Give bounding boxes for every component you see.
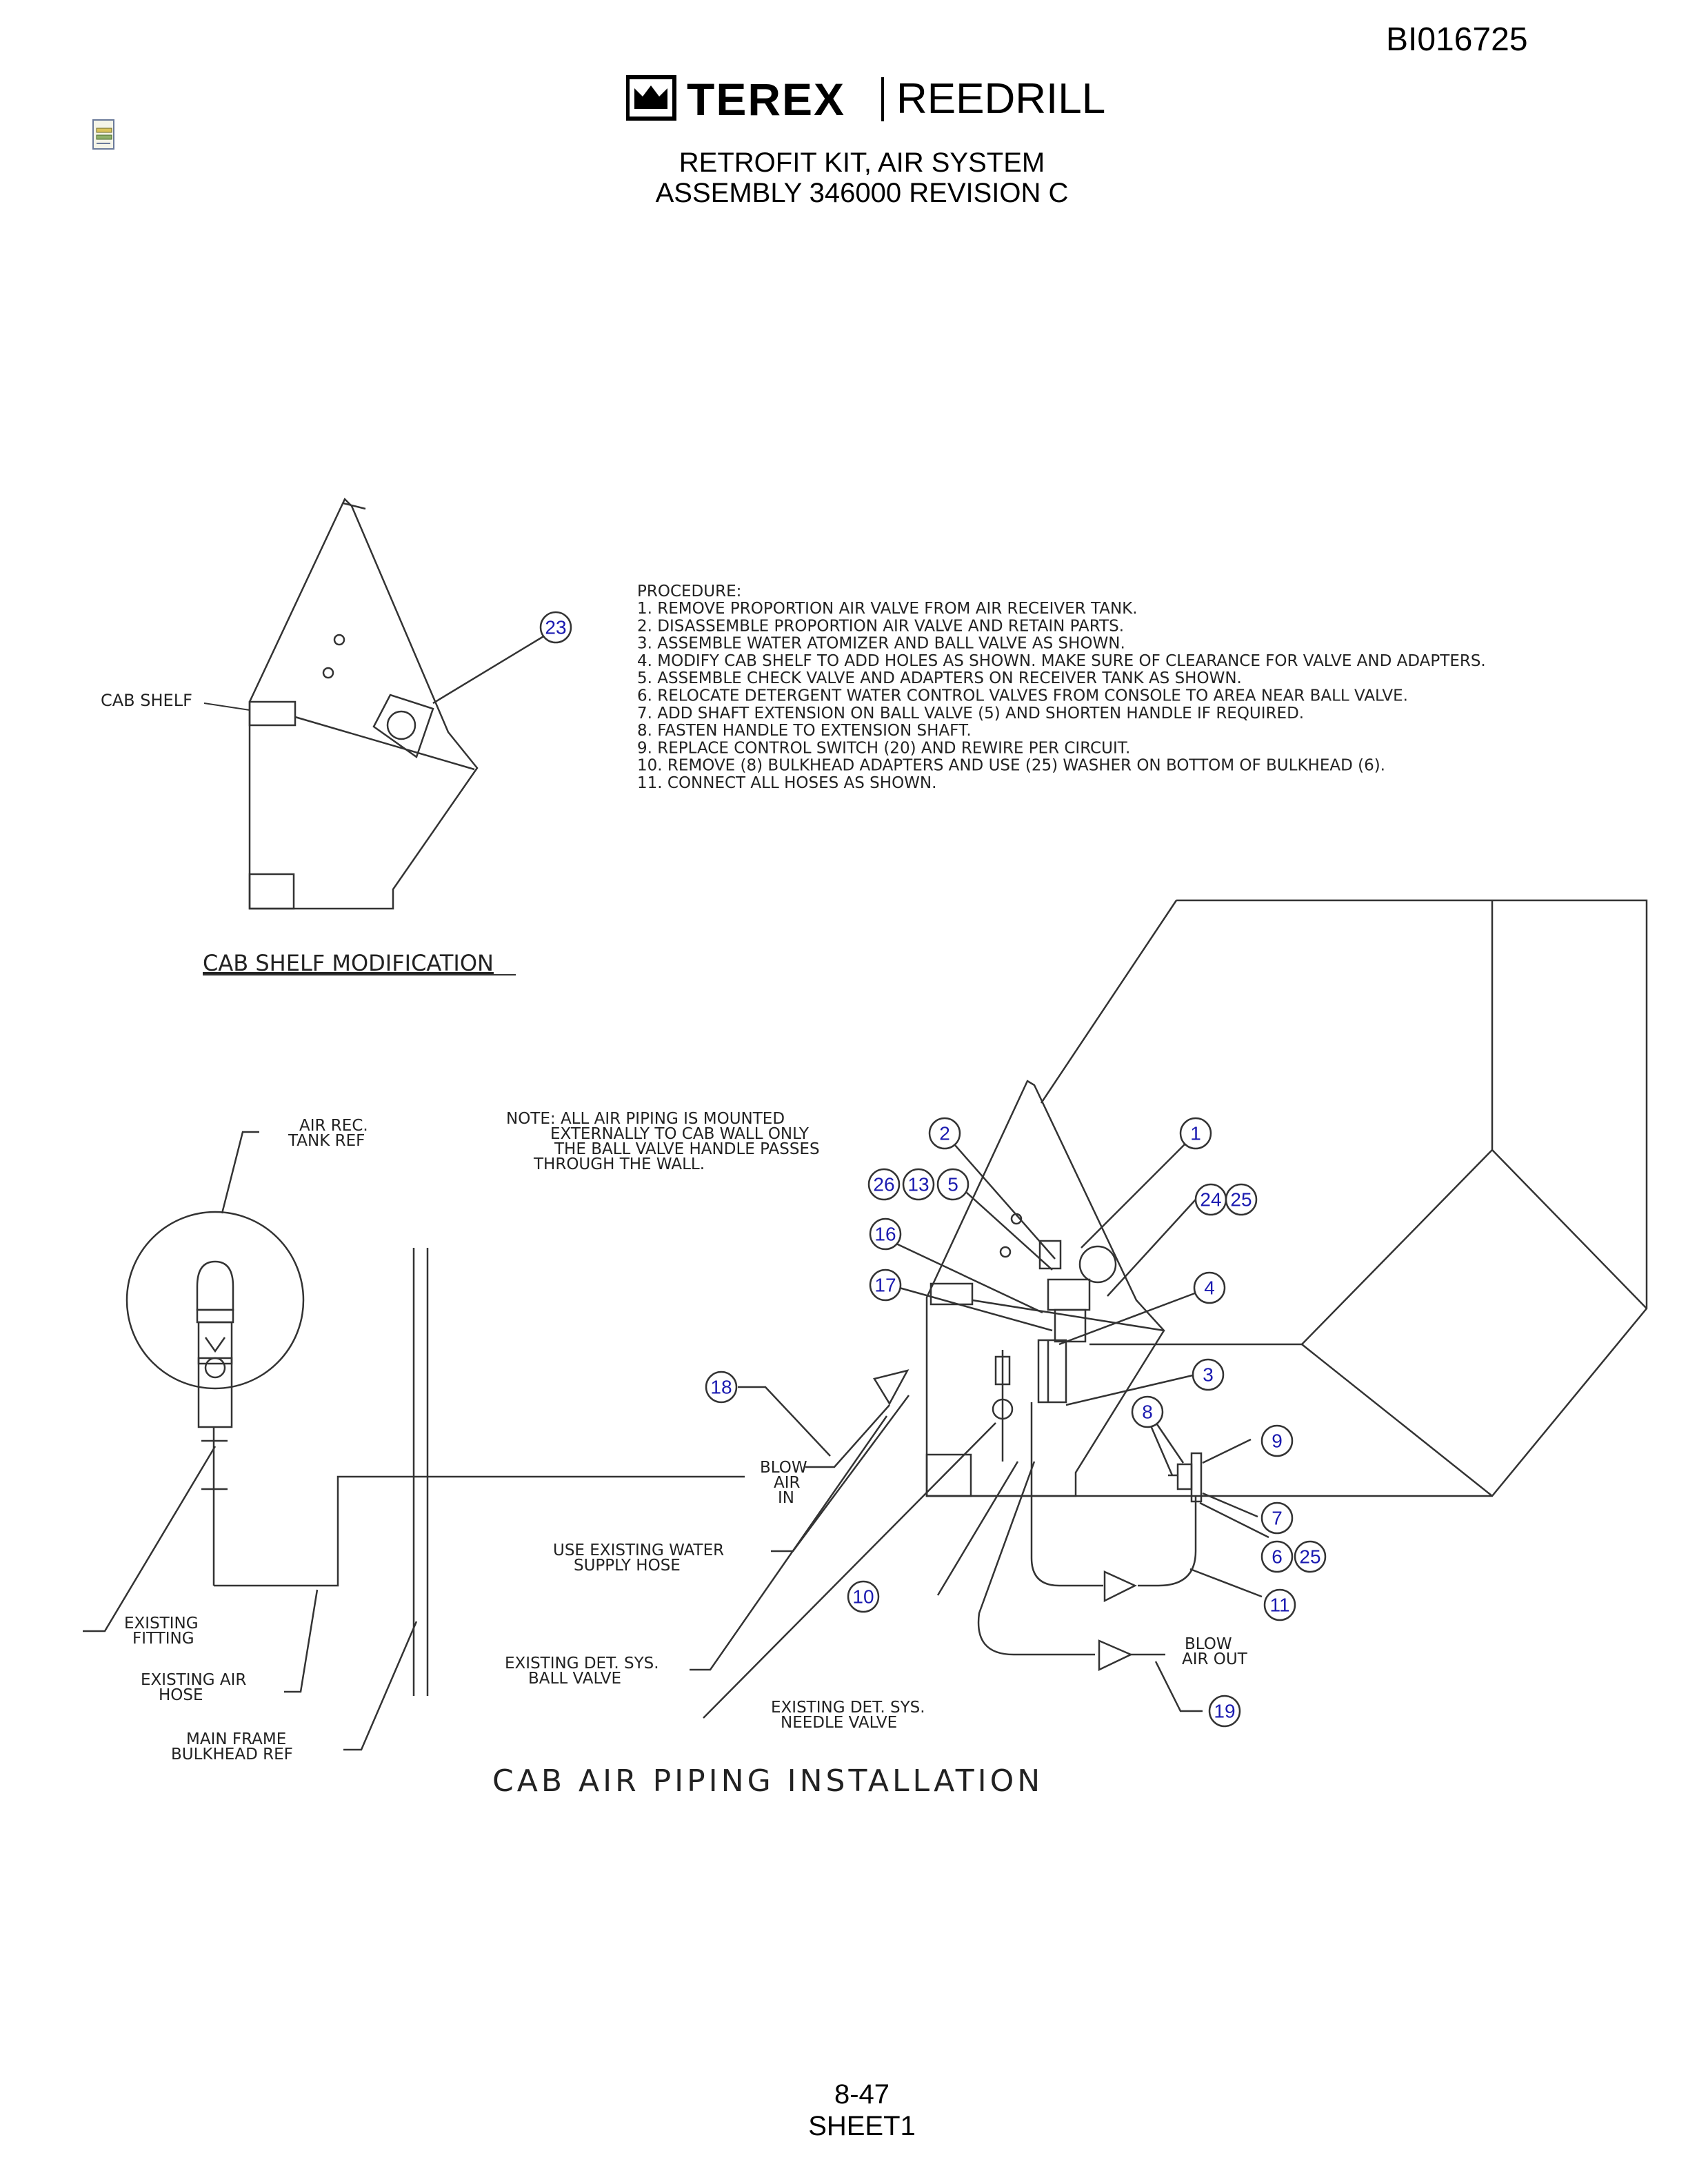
callout-circle <box>1192 1358 1225 1391</box>
callout-circle <box>1208 1695 1241 1728</box>
det-ball-valve-label-2: BALL VALVE <box>528 1670 621 1688</box>
procedure-step: 10. REMOVE (8) BULKHEAD ADAPTERS AND USE… <box>637 757 1385 775</box>
procedure-step: 2. DISASSEMBLE PROPORTION AIR VALVE AND … <box>637 617 1124 635</box>
callout-circle <box>1260 1540 1294 1573</box>
main-frame-label-2: BULKHEAD REF <box>171 1746 293 1763</box>
callout-circle <box>936 1168 969 1201</box>
blow-air-in-label-3: IN <box>778 1489 794 1507</box>
sheet-number: SHEET1 <box>808 2111 916 2141</box>
terex-reedrill-logo: TEREX REEDRILL <box>626 73 1136 128</box>
blow-air-out-label-2: AIR OUT <box>1182 1650 1248 1668</box>
procedure-heading: PROCEDURE: <box>637 583 741 600</box>
callout-number: 16 <box>874 1224 896 1245</box>
procedure-step: 11. CONNECT ALL HOSES AS SHOWN. <box>637 774 936 792</box>
callout-circle <box>705 1371 738 1404</box>
callout-number: 25 <box>1230 1189 1252 1211</box>
terex-crown-logo-icon <box>626 75 676 121</box>
callout-circle <box>1294 1540 1327 1573</box>
callout-circle <box>869 1217 902 1251</box>
det-needle-valve-label-2: NEEDLE VALVE <box>781 1714 897 1732</box>
procedure-step: 9. REPLACE CONTROL SWITCH (20) AND REWIR… <box>637 739 1130 757</box>
callout-circle <box>539 611 572 644</box>
note-line-1: NOTE: ALL AIR PIPING IS MOUNTED <box>506 1110 785 1128</box>
callout-number: 3 <box>1203 1364 1214 1386</box>
document-attachment-icon[interactable] <box>91 119 119 152</box>
callout-number-23: 23 <box>545 617 566 638</box>
det-needle-valve-label-1: EXISTING DET. SYS. <box>771 1699 925 1717</box>
callout-number: 10 <box>852 1586 874 1608</box>
water-hose-label-1: USE EXISTING WATER <box>553 1541 724 1559</box>
callout-number: 17 <box>874 1275 896 1296</box>
callout-number: 19 <box>1214 1701 1235 1722</box>
note-line-4: THROUGH THE WALL. <box>533 1155 705 1173</box>
note-line-2: EXTERNALLY TO CAB WALL ONLY <box>550 1125 810 1143</box>
existing-fitting-label-1: EXISTING <box>124 1615 199 1632</box>
procedure-steps: 1. REMOVE PROPORTION AIR VALVE FROM AIR … <box>637 600 1486 792</box>
callout-circle <box>1260 1502 1294 1535</box>
main-frame-label-1: MAIN FRAME <box>186 1730 286 1748</box>
callout-number: 18 <box>710 1377 732 1398</box>
callout-number: 1 <box>1190 1123 1201 1144</box>
blow-air-out-label-1: BLOW <box>1185 1635 1232 1653</box>
callout-circle <box>1263 1588 1296 1621</box>
existing-air-hose-label-1: EXISTING AIR <box>141 1671 246 1689</box>
det-ball-valve-label-1: EXISTING DET. SYS. <box>505 1655 659 1672</box>
callout-circle <box>1131 1395 1164 1428</box>
callout-circle <box>869 1268 902 1302</box>
procedure-step: 4. MODIFY CAB SHELF TO ADD HOLES AS SHOW… <box>637 652 1486 670</box>
callout-circle <box>847 1580 880 1613</box>
callout-circle <box>902 1168 935 1201</box>
callout-number: 2 <box>939 1123 950 1144</box>
procedure-step: 8. FASTEN HANDLE TO EXTENSION SHAFT. <box>637 722 972 740</box>
document-id: BI016725 <box>1386 21 1528 58</box>
cab-shelf-caption: CAB SHELF MODIFICATION <box>203 950 494 976</box>
callout-number: 26 <box>873 1174 894 1195</box>
callout-circle <box>1260 1424 1294 1457</box>
procedure-step: 1. REMOVE PROPORTION AIR VALVE FROM AIR … <box>637 600 1138 618</box>
blow-air-in-label-2: AIR <box>774 1474 801 1492</box>
water-hose-label-2: SUPPLY HOSE <box>574 1557 681 1575</box>
existing-fitting-label-2: FITTING <box>132 1630 194 1648</box>
procedure-step: 6. RELOCATE DETERGENT WATER CONTROL VALV… <box>637 687 1408 705</box>
existing-air-hose-label-2: HOSE <box>159 1686 203 1704</box>
air-rec-label-1: AIR REC. <box>299 1117 368 1135</box>
page-number: 8-47 <box>834 2079 890 2110</box>
brand-terex: TEREX <box>687 74 846 125</box>
callout-number: 6 <box>1272 1546 1283 1568</box>
callout-circle <box>867 1168 901 1201</box>
installation-caption: CAB AIR PIPING INSTALLATION <box>492 1763 1043 1799</box>
callout-number: 13 <box>907 1174 929 1195</box>
callout-number: 5 <box>947 1174 958 1195</box>
cab-shelf-label: CAB SHELF <box>101 691 192 710</box>
note-line-3: THE BALL VALVE HANDLE PASSES <box>554 1140 820 1158</box>
title-line-1: RETROFIT KIT, AIR SYSTEM <box>679 148 1045 178</box>
callout-number: 11 <box>1269 1595 1289 1616</box>
callout-number: 8 <box>1142 1402 1153 1423</box>
procedure-step: 5. ASSEMBLE CHECK VALVE AND ADAPTERS ON … <box>637 669 1242 687</box>
callout-number: 9 <box>1272 1430 1283 1452</box>
procedure-step: 7. ADD SHAFT EXTENSION ON BALL VALVE (5)… <box>637 705 1304 722</box>
brand-reedrill: REEDRILL <box>896 75 1106 123</box>
blow-air-in-label-1: BLOW <box>760 1459 807 1477</box>
callout-circle <box>1179 1117 1212 1150</box>
callout-circle <box>928 1117 961 1150</box>
air-rec-label-2: TANK REF <box>288 1132 365 1150</box>
callout-circle <box>1225 1183 1258 1216</box>
callout-number: 4 <box>1204 1277 1215 1299</box>
callout-balloons: 2 1 26 13 5 24 25 16 4 17 3 18 8 9 7 6 25 11 10 19 23 <box>539 611 1327 1728</box>
callout-number: 24 <box>1200 1189 1221 1211</box>
procedure-step: 3. ASSEMBLE WATER ATOMIZER AND BALL VALV… <box>637 635 1125 653</box>
title-line-2: ASSEMBLY 346000 REVISION C <box>655 178 1069 208</box>
callout-number: 7 <box>1272 1508 1283 1529</box>
callout-circle <box>1193 1271 1226 1304</box>
callout-number: 25 <box>1299 1546 1320 1568</box>
